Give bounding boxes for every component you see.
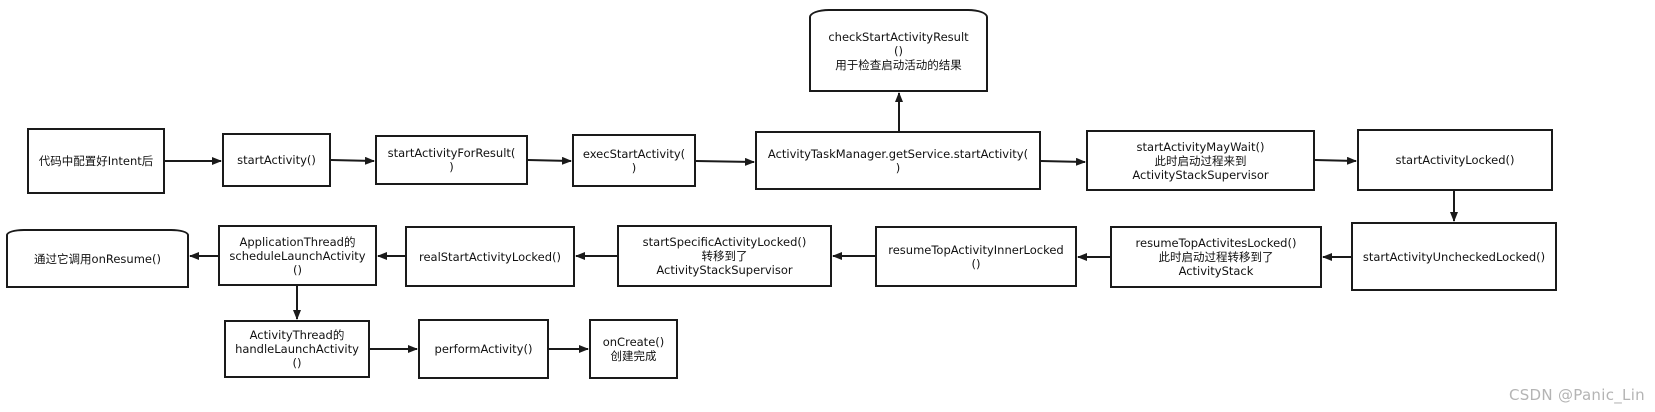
node-check-start-activity-result: checkStartActivityResult () 用于检查启动活动的结果 bbox=[809, 9, 988, 92]
node-label: startActivityMayWait() 此时启动过程来到 Activity… bbox=[1132, 139, 1269, 182]
node-label: realStartActivityLocked() bbox=[418, 249, 562, 264]
node-label: ApplicationThread的 scheduleLaunchActivit… bbox=[229, 234, 366, 277]
node-label: 通过它调用onResume() bbox=[34, 251, 161, 266]
node-atm-get-service-start-activity: ActivityTaskManager.getService.startActi… bbox=[755, 131, 1041, 190]
node-label: startActivity() bbox=[237, 153, 316, 167]
node-intent-configured: 代码中配置好Intent后 bbox=[27, 128, 165, 194]
node-label: startSpecificActivityLocked() 转移到了 Activ… bbox=[642, 235, 807, 277]
node-label: resumeTopActivitesLocked() 此时启动过程转移到了 Ac… bbox=[1135, 236, 1297, 278]
node-label: performActivity() bbox=[434, 342, 533, 356]
node-perform-activity: performActivity() bbox=[418, 319, 549, 379]
node-label: startActivityForResult( ) bbox=[387, 146, 516, 174]
node-label: startActivityLocked() bbox=[1395, 153, 1515, 167]
node-resume-top-activites-locked: resumeTopActivitesLocked() 此时启动过程转移到了 Ac… bbox=[1110, 226, 1322, 288]
edge-startactivity-to-forresult bbox=[330, 156, 375, 165]
node-on-create: onCreate() 创建完成 bbox=[589, 319, 678, 379]
node-label: onCreate() 创建完成 bbox=[602, 335, 665, 363]
node-start-activity-may-wait: startActivityMayWait() 此时启动过程来到 Activity… bbox=[1086, 130, 1315, 191]
watermark: CSDN @Panic_Lin bbox=[1508, 386, 1645, 404]
node-label: startActivityUncheckedLocked() bbox=[1362, 249, 1546, 264]
node-activity-thread-handle-launch: ActivityThread的 handleLaunchActivity () bbox=[224, 320, 370, 378]
node-resume-top-activity-inner-locked: resumeTopActivityInnerLocked () bbox=[875, 226, 1077, 287]
edge-atm-to-maywait bbox=[1040, 157, 1086, 166]
node-label: execStartActivity( ) bbox=[582, 146, 686, 175]
node-label: checkStartActivityResult () 用于检查启动活动的结果 bbox=[828, 29, 969, 72]
node-label: ActivityTaskManager.getService.startActi… bbox=[767, 146, 1029, 175]
edge-maywait-to-locked bbox=[1314, 156, 1357, 165]
edge-forresult-to-exec bbox=[527, 156, 572, 165]
node-real-start-activity-locked: realStartActivityLocked() bbox=[405, 226, 575, 287]
node-label: resumeTopActivityInnerLocked () bbox=[888, 242, 1064, 271]
node-start-activity-for-result: startActivityForResult( ) bbox=[375, 135, 528, 185]
node-label: ActivityThread的 handleLaunchActivity () bbox=[235, 328, 359, 370]
node-start-activity: startActivity() bbox=[222, 133, 331, 187]
node-label: 代码中配置好Intent后 bbox=[38, 154, 154, 168]
node-start-specific-activity-locked: startSpecificActivityLocked() 转移到了 Activ… bbox=[617, 225, 832, 287]
node-start-activity-unchecked-locked: startActivityUncheckedLocked() bbox=[1351, 222, 1557, 291]
node-exec-start-activity: execStartActivity( ) bbox=[572, 134, 696, 187]
edge-exec-to-atm bbox=[695, 157, 755, 166]
node-start-activity-locked: startActivityLocked() bbox=[1357, 129, 1553, 191]
node-application-thread-schedule-launch: ApplicationThread的 scheduleLaunchActivit… bbox=[218, 225, 377, 286]
node-call-on-resume: 通过它调用onResume() bbox=[6, 229, 189, 288]
